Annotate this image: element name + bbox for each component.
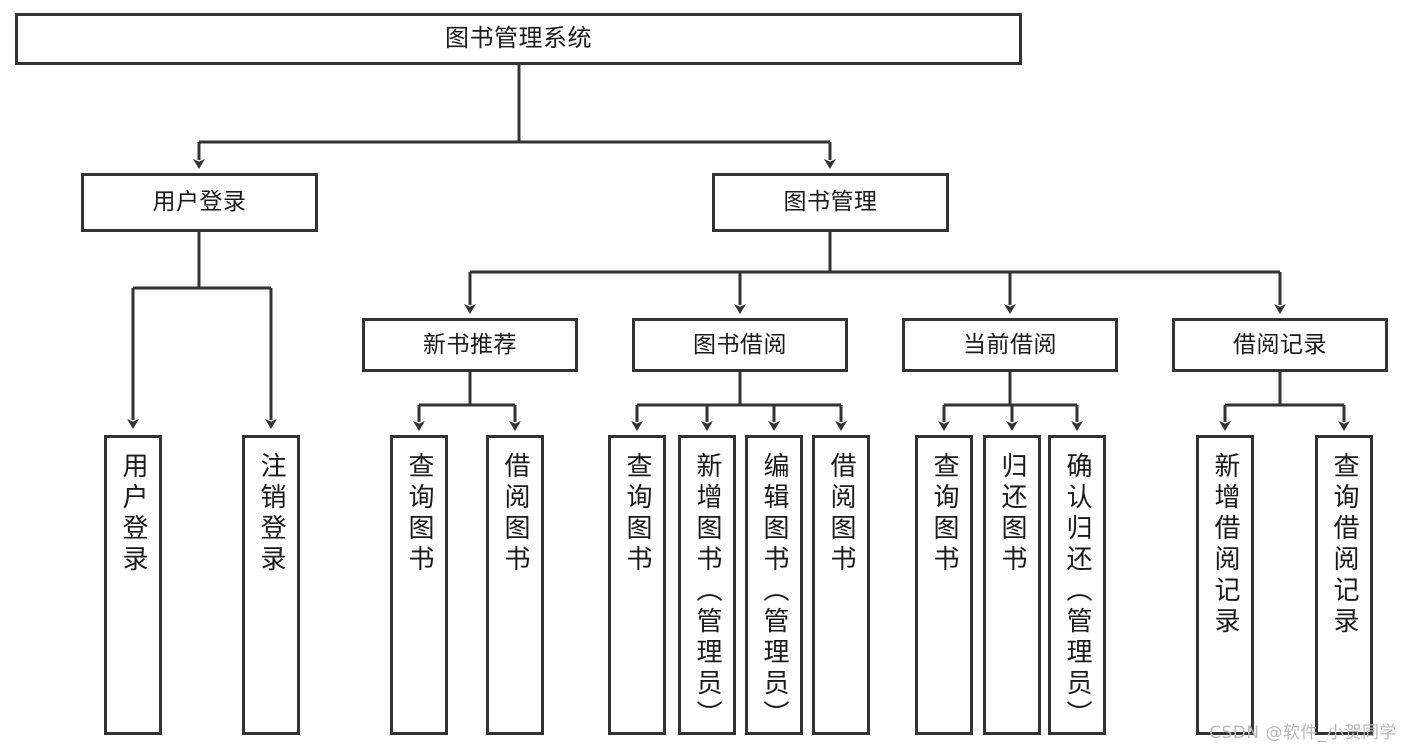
node-label: 借阅图书 [826, 452, 856, 576]
node-label: 借阅图书 [500, 452, 530, 576]
leaf-add-book-admin[interactable]: 新增图书（管理员） [678, 435, 736, 735]
leaf-edit-book-admin[interactable]: 编辑图书（管理员） [745, 435, 803, 735]
leaf-query-book-current[interactable]: 查询图书 [915, 435, 973, 735]
node-new-book-recommend[interactable]: 新书推荐 [362, 318, 578, 372]
node-label: 图书管理系统 [445, 24, 592, 53]
node-label: 图书管理 [783, 189, 878, 216]
csdn-watermark: CSDN @软件_小贺同学 [1209, 723, 1397, 743]
leaf-add-borrow-record[interactable]: 新增借阅记录 [1196, 435, 1254, 735]
leaf-borrow-book[interactable]: 借阅图书 [812, 435, 870, 735]
node-label: 查询图书 [404, 452, 434, 576]
node-label: 注销登录 [256, 452, 286, 576]
node-borrow-record[interactable]: 借阅记录 [1172, 318, 1388, 372]
node-label: 确认归还（管理员） [1062, 452, 1092, 731]
leaf-return-book[interactable]: 归还图书 [983, 435, 1041, 735]
leaf-query-book-newbook[interactable]: 查询图书 [390, 435, 448, 735]
node-root-system[interactable]: 图书管理系统 [15, 13, 1022, 65]
leaf-logout[interactable]: 注销登录 [242, 435, 300, 735]
node-label: 新增图书（管理员） [692, 452, 722, 731]
node-label: 借阅记录 [1233, 331, 1327, 358]
leaf-query-book-borrow[interactable]: 查询图书 [608, 435, 666, 735]
node-label: 图书借阅 [693, 331, 787, 358]
node-label: 归还图书 [997, 452, 1027, 576]
leaf-user-login[interactable]: 用户登录 [104, 435, 162, 735]
node-book-management[interactable]: 图书管理 [712, 173, 949, 232]
node-label: 用户登录 [118, 452, 148, 576]
node-user-login[interactable]: 用户登录 [81, 173, 318, 232]
node-label: 新增借阅记录 [1210, 452, 1240, 638]
node-current-borrow[interactable]: 当前借阅 [902, 318, 1118, 372]
leaf-borrow-book-newbook[interactable]: 借阅图书 [486, 435, 544, 735]
leaf-query-borrow-record[interactable]: 查询借阅记录 [1315, 435, 1373, 735]
node-label: 查询图书 [929, 452, 959, 576]
node-label: 用户登录 [152, 189, 247, 216]
leaf-confirm-return-admin[interactable]: 确认归还（管理员） [1048, 435, 1106, 735]
node-label: 新书推荐 [423, 331, 517, 358]
node-label: 查询借阅记录 [1329, 452, 1359, 638]
node-label: 当前借阅 [963, 331, 1057, 358]
node-book-borrow[interactable]: 图书借阅 [632, 318, 848, 372]
node-label: 查询图书 [622, 452, 652, 576]
node-label: 编辑图书（管理员） [759, 452, 789, 731]
